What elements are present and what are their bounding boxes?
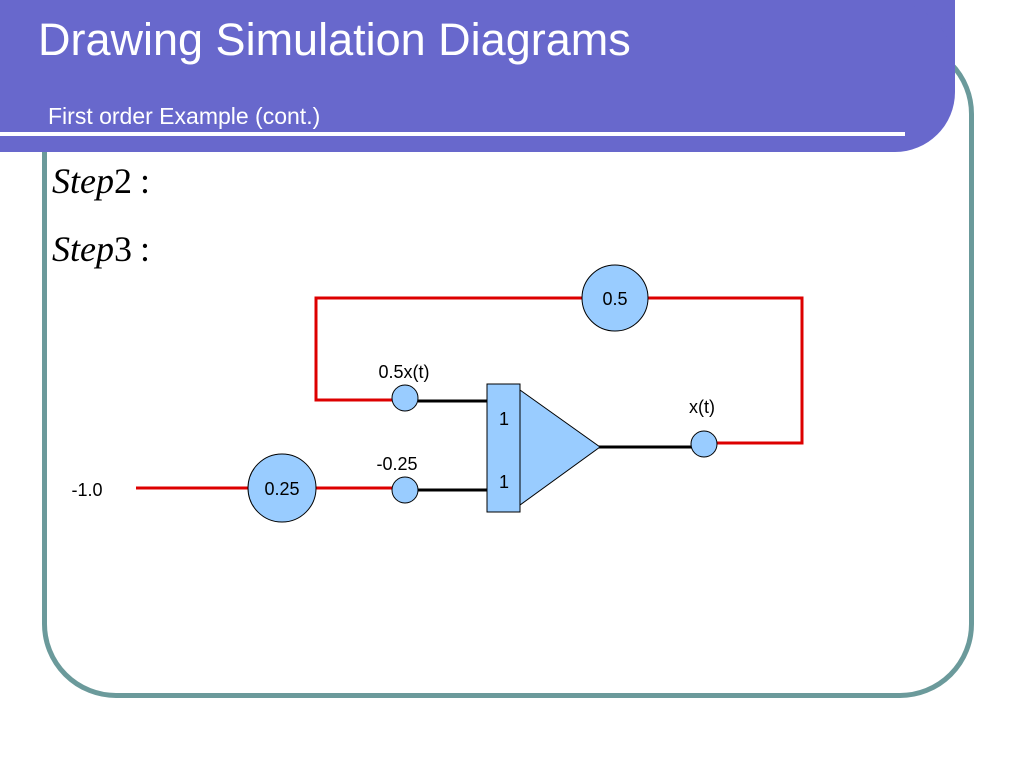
step-2-number: 2 — [113, 161, 132, 201]
title-underline — [0, 132, 905, 136]
step-3-colon: : — [139, 229, 150, 269]
step-2-label: Step2: — [52, 160, 150, 202]
step-3-label: Step3: — [52, 228, 150, 270]
integrator-triangle — [519, 389, 601, 506]
feedback-line-right — [648, 296, 804, 445]
integrator-weight-top: 1 — [499, 409, 509, 429]
output-label: x(t) — [689, 397, 715, 417]
input-gain-label: 0.25 — [264, 479, 299, 499]
node-top — [391, 384, 419, 412]
feedback-line-left — [314, 296, 583, 402]
node-bottom-label: -0.25 — [376, 454, 417, 474]
feedback-gain-circle — [581, 264, 649, 332]
step-2-word: Step — [52, 161, 114, 201]
slide-title: Drawing Simulation Diagrams — [38, 14, 631, 65]
step-3-number: 3 — [113, 229, 132, 269]
step-3-word: Step — [52, 229, 114, 269]
feedback-gain-label: 0.5 — [602, 289, 627, 309]
source-label: -1.0 — [71, 480, 102, 500]
input-gain-circle — [247, 453, 317, 523]
node-top-label: 0.5x(t) — [378, 362, 429, 382]
step-2-colon: : — [139, 161, 150, 201]
slide-subtitle: First order Example (cont.) — [48, 103, 321, 129]
node-bottom — [391, 476, 419, 504]
header-band — [0, 0, 955, 152]
integrator-weight-bottom: 1 — [499, 472, 509, 492]
node-output — [690, 430, 718, 458]
integrator-input-block — [486, 383, 521, 513]
